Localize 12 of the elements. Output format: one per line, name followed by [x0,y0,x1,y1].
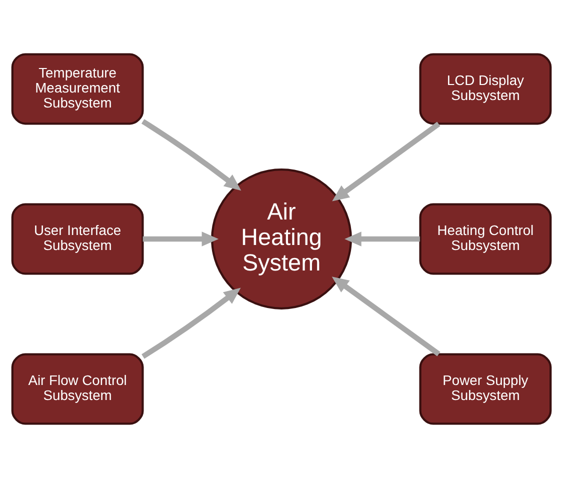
node-box: Power Supply Subsystem [419,352,552,424]
node-box: Air Flow Control Subsystem [11,352,144,424]
arrow [332,121,440,201]
node-box: Temperature Measurement Subsystem [11,52,144,124]
arrow [332,276,440,356]
node-box: User Interface Subsystem [11,202,144,274]
arrow [344,231,420,246]
node-box: LCD Display Subsystem [419,52,552,124]
arrow [141,118,242,190]
node-box: Heating Control Subsystem [419,202,552,274]
arrow [142,231,219,246]
arrow [142,287,241,358]
